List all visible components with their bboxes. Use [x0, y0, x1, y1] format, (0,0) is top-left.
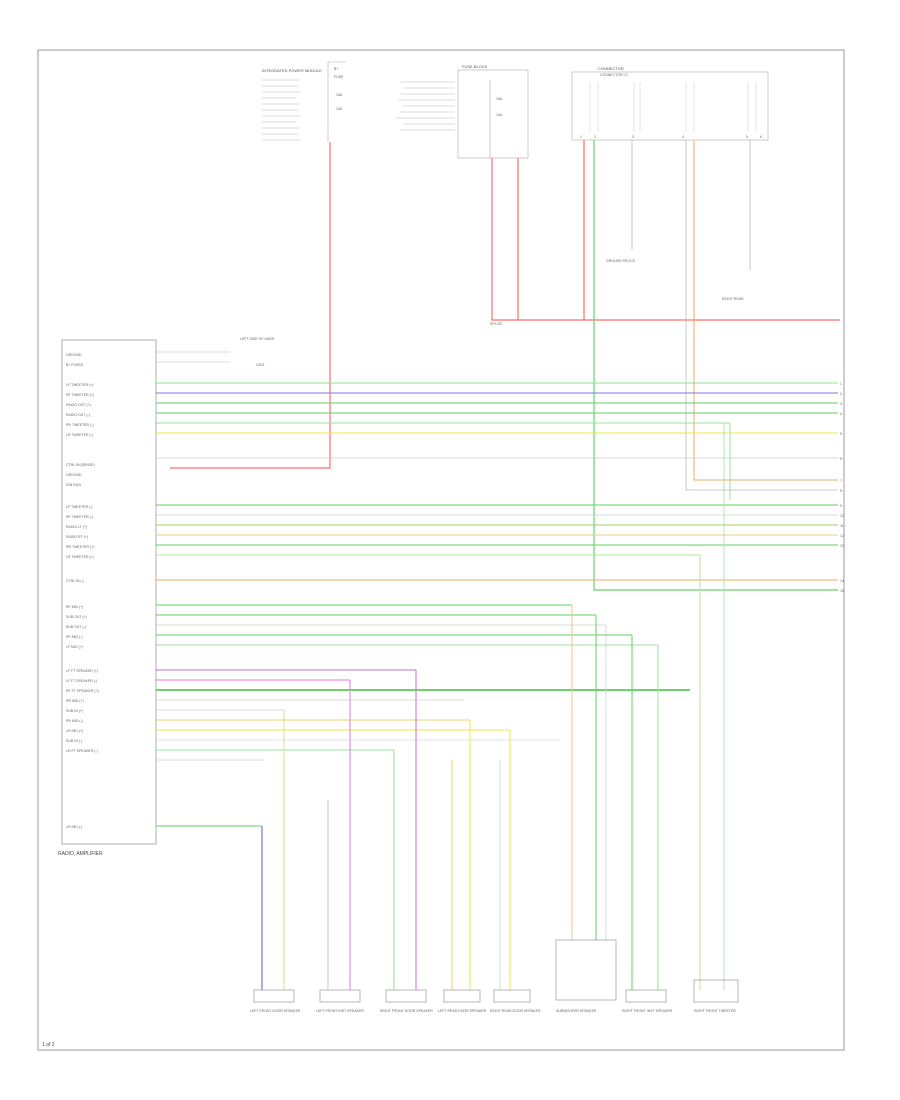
- svg-text:2: 2: [594, 135, 596, 139]
- svg-text:RIGHT FRONT TWEETER: RIGHT FRONT TWEETER: [694, 1009, 736, 1013]
- svg-text:B+: B+: [334, 67, 338, 71]
- svg-text:CTRL IN (-): CTRL IN (-): [66, 579, 84, 583]
- svg-text:14: 14: [840, 579, 844, 583]
- svg-text:1: 1: [840, 382, 842, 386]
- svg-text:RR TWEETER (+): RR TWEETER (+): [66, 545, 94, 549]
- svg-text:SUB OUT (+): SUB OUT (+): [66, 615, 87, 619]
- svg-text:LF FT SPEAKER (-): LF FT SPEAKER (-): [66, 679, 97, 683]
- speaker-lr-door: LEFT REAR DOOR SPEAKER: [438, 989, 487, 1013]
- svg-text:LEFT REAR DOOR SPEAKER: LEFT REAR DOOR SPEAKER: [438, 1009, 487, 1013]
- svg-text:LEFT FRONT INST SPEAKER: LEFT FRONT INST SPEAKER: [316, 1009, 364, 1013]
- top-component-3: CONNECTOR CONNECTOR C1 1 2 3 4 5 6: [571, 66, 769, 141]
- svg-text:RADIO LT (+): RADIO LT (+): [66, 525, 87, 529]
- svg-text:B+ FUSED: B+ FUSED: [66, 363, 84, 367]
- vertical-drops: [261, 423, 725, 990]
- speaker-lf-inst: LEFT FRONT INST SPEAKER: [316, 989, 364, 1013]
- svg-text:5: 5: [840, 432, 842, 436]
- svg-text:SPLICE: SPLICE: [490, 322, 503, 326]
- svg-text:FUSE BLOCK: FUSE BLOCK: [462, 64, 488, 69]
- right-edge-pins: 1 2 3 4 5 6 7 8 9 10 11 12 13 14 15: [840, 382, 844, 593]
- svg-text:IGN RUN: IGN RUN: [66, 483, 81, 487]
- svg-text:RR TWEETER (-): RR TWEETER (-): [66, 423, 94, 427]
- pin-labels: GROUND B+ FUSED LF TWEETER (+) RF TWEETE…: [66, 353, 99, 829]
- speaker-rf-inst: RIGHT FRONT INST SPEAKER: [622, 989, 673, 1013]
- svg-text:FUSE: FUSE: [334, 75, 344, 79]
- svg-text:LF TWEETER (-): LF TWEETER (-): [66, 505, 93, 509]
- svg-text:2: 2: [840, 392, 842, 396]
- svg-text:CTRL IN (SENSE): CTRL IN (SENSE): [66, 463, 95, 467]
- svg-text:LEFT FRONT DOOR SPEAKER: LEFT FRONT DOOR SPEAKER: [250, 1009, 301, 1013]
- svg-text:5: 5: [746, 135, 748, 139]
- svg-text:LF TWEETER (+): LF TWEETER (+): [66, 383, 93, 387]
- subwoofer: SUBWOOFER SPEAKER: [555, 939, 617, 1013]
- svg-text:8: 8: [840, 489, 842, 493]
- svg-text:G201: G201: [256, 363, 265, 367]
- svg-text:6: 6: [840, 457, 842, 461]
- svg-text:RADIO RT (+): RADIO RT (+): [66, 535, 88, 539]
- svg-text:RF TWEETER (+): RF TWEETER (+): [66, 393, 94, 397]
- svg-text:RIGHT FRONT DOOR SPEAKER: RIGHT FRONT DOOR SPEAKER: [380, 1009, 433, 1013]
- svg-text:11: 11: [840, 524, 844, 528]
- svg-text:RIGHT REAR: RIGHT REAR: [722, 297, 744, 301]
- svg-text:13: 13: [840, 544, 844, 548]
- top-component-2: FUSE BLOCK 15A 10A: [396, 64, 529, 159]
- svg-text:10A: 10A: [496, 113, 503, 117]
- svg-text:SUB IN (-): SUB IN (-): [66, 739, 82, 743]
- module-ground: LEFT SIDE OF DASH G201: [156, 337, 275, 367]
- svg-text:RADIO OUT (+): RADIO OUT (+): [66, 403, 91, 407]
- svg-text:LR TWEETER (-): LR TWEETER (-): [66, 433, 93, 437]
- svg-text:LR MID (+): LR MID (+): [66, 729, 83, 733]
- svg-text:7: 7: [840, 479, 842, 483]
- svg-text:RIGHT REAR DOOR SPEAKER: RIGHT REAR DOOR SPEAKER: [490, 1009, 541, 1013]
- speaker-rf-tweeter: RIGHT FRONT TWEETER: [693, 979, 739, 1013]
- speaker-rr-door: RIGHT REAR DOOR SPEAKER: [490, 989, 541, 1013]
- svg-text:SUB OUT (-): SUB OUT (-): [66, 625, 86, 629]
- svg-text:SUB IN (+): SUB IN (+): [66, 709, 83, 713]
- svg-text:GROUND: GROUND: [66, 473, 82, 477]
- svg-text:LR TWEETER (+): LR TWEETER (+): [66, 555, 94, 559]
- svg-text:RF MID (-): RF MID (-): [66, 635, 83, 639]
- svg-text:3: 3: [840, 402, 842, 406]
- svg-text:GROUND SPLICE: GROUND SPLICE: [606, 259, 636, 263]
- svg-text:CONNECTOR C1: CONNECTOR C1: [600, 73, 628, 77]
- svg-text:CONNECTOR: CONNECTOR: [598, 66, 624, 71]
- svg-text:6: 6: [760, 135, 762, 139]
- svg-text:LEFT SIDE OF DASH: LEFT SIDE OF DASH: [240, 337, 275, 341]
- svg-text:15A: 15A: [496, 97, 503, 101]
- horizontal-wires: [156, 382, 838, 827]
- page-tag: 1 of 2: [42, 1042, 55, 1048]
- svg-text:RF FT SPEAKER (+): RF FT SPEAKER (+): [66, 689, 99, 693]
- top-wires: SPLICE GROUND SPLICE RIGHT REAR: [170, 140, 840, 591]
- svg-text:12: 12: [840, 534, 844, 538]
- svg-text:RF MID (+): RF MID (+): [66, 605, 83, 609]
- top-component-1: INTEGRATED POWER MODULE B+ FUSE 15A 10A: [262, 61, 346, 142]
- svg-text:SUBWOOFER SPEAKER: SUBWOOFER SPEAKER: [556, 1009, 597, 1013]
- svg-text:9: 9: [840, 504, 842, 508]
- svg-text:LF FT SPEAKER (+): LF FT SPEAKER (+): [66, 669, 98, 673]
- svg-text:LR FT SPEAKER (-): LR FT SPEAKER (-): [66, 749, 98, 753]
- speaker-lf-door: LEFT FRONT DOOR SPEAKER: [250, 989, 301, 1013]
- speaker-rf-door: RIGHT FRONT DOOR SPEAKER: [380, 989, 433, 1013]
- svg-text:LR MID (-): LR MID (-): [66, 825, 82, 829]
- svg-text:INTEGRATED POWER MODULE: INTEGRATED POWER MODULE: [262, 68, 322, 73]
- svg-text:4: 4: [840, 412, 842, 416]
- svg-text:RF TWEETER (-): RF TWEETER (-): [66, 515, 93, 519]
- svg-text:RADIO, AMPLIFIER: RADIO, AMPLIFIER: [58, 851, 103, 857]
- diagram-frame: [37, 49, 845, 1051]
- svg-text:4: 4: [682, 135, 684, 139]
- svg-text:LF MID (+): LF MID (+): [66, 645, 83, 649]
- svg-text:RIGHT FRONT INST SPEAKER: RIGHT FRONT INST SPEAKER: [622, 1009, 673, 1013]
- svg-text:RR MID (+): RR MID (+): [66, 699, 84, 703]
- svg-text:RR MID (-): RR MID (-): [66, 719, 83, 723]
- svg-text:RADIO OUT (-): RADIO OUT (-): [66, 413, 90, 417]
- svg-text:1: 1: [580, 135, 582, 139]
- svg-text:15A: 15A: [336, 93, 343, 97]
- svg-text:GROUND: GROUND: [66, 353, 82, 357]
- svg-text:3: 3: [632, 135, 634, 139]
- radio-module: RADIO, AMPLIFIER: [58, 339, 157, 857]
- svg-text:10: 10: [840, 514, 844, 518]
- svg-text:15: 15: [840, 589, 844, 593]
- svg-text:10A: 10A: [336, 107, 343, 111]
